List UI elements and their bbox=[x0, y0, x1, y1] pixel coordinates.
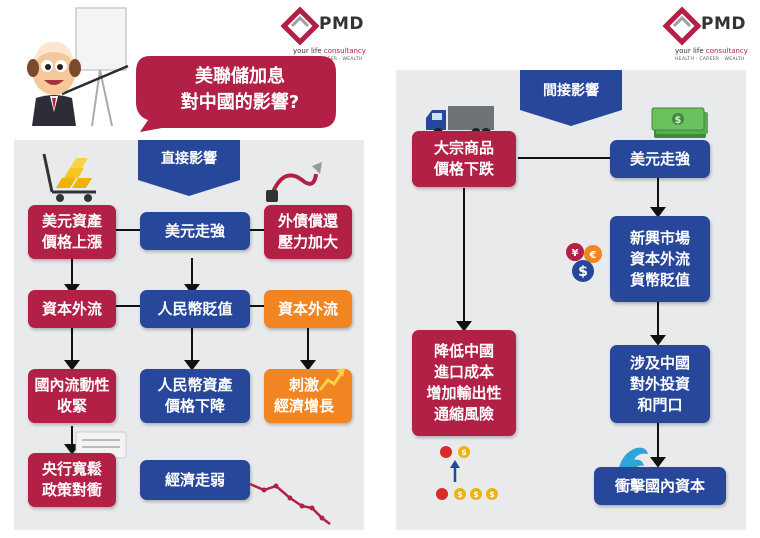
node-capital-outflow-right: 資本外流 bbox=[264, 290, 352, 328]
brand-tagline: your life consultancy bbox=[293, 47, 366, 55]
direct-header-label: 直接影響 bbox=[161, 151, 217, 167]
decline-chart-icon bbox=[249, 482, 331, 525]
node-liquidity-tighten: 國內流動性 收緊 bbox=[28, 369, 116, 423]
currency-coins-icon: ¥ € $ bbox=[566, 243, 602, 282]
node-domestic-capital-impact: 衝擊國內資本 bbox=[594, 467, 726, 505]
tagline-prefix: your life bbox=[293, 47, 324, 55]
svg-text:$: $ bbox=[457, 490, 463, 499]
node-china-investment: 涉及中國 對外投資 和門口 bbox=[610, 345, 710, 423]
growth-arrow-icon bbox=[318, 368, 345, 391]
node-central-bank: 央行寬鬆 政策對衝 bbox=[28, 453, 116, 507]
svg-text:$: $ bbox=[675, 115, 682, 126]
question-text: 美聯儲加息 對中國的影響? bbox=[180, 66, 300, 113]
direct-header-tab bbox=[138, 140, 240, 196]
tagline-highlight-right: consultancy bbox=[705, 47, 748, 55]
node-lower-import-cost: 降低中國 進口成本 增加輸出性 通縮風險 bbox=[412, 330, 516, 436]
document-icon bbox=[75, 431, 127, 459]
node-economy-weak: 經濟走弱 bbox=[140, 460, 250, 500]
brand-name-right: PMD bbox=[701, 14, 746, 34]
svg-text:$: $ bbox=[578, 264, 588, 280]
right-connectors bbox=[456, 157, 666, 468]
node-emerging-market: 新興市場 資本外流 貨幣貶值 bbox=[610, 216, 710, 302]
brand-logo-left: PMD your life consultancy HEALTH · CAREE… bbox=[280, 6, 372, 64]
svg-text:¥: ¥ bbox=[572, 248, 579, 259]
cash-icon: $ bbox=[651, 107, 708, 138]
apple-coin-icon: $ $ $ $ bbox=[436, 446, 498, 500]
left-connectors bbox=[64, 229, 316, 455]
node-usd-asset-rise: 美元資產 價格上漲 bbox=[28, 205, 116, 259]
node-usd-strong-left: 美元走強 bbox=[140, 212, 250, 250]
tagline-highlight: consultancy bbox=[323, 47, 366, 55]
svg-text:$: $ bbox=[489, 490, 495, 499]
gold-cart-icon bbox=[42, 153, 96, 202]
tagline-prefix-right: your life bbox=[675, 47, 706, 55]
brand-tagline-sub-right: HEALTH · CAREER · WEALTH bbox=[675, 57, 745, 62]
node-rmb-asset-fall: 人民幣資產 價格下降 bbox=[140, 369, 250, 423]
node-usd-strong-right: 美元走強 bbox=[610, 140, 710, 178]
brand-logo-right: PMD your life consultancy HEALTH · CAREE… bbox=[662, 6, 754, 64]
svg-text:$: $ bbox=[461, 448, 467, 457]
indirect-header-tab bbox=[520, 70, 622, 126]
node-stimulate-growth: 刺激 經濟增長 bbox=[264, 369, 352, 423]
pmd-logo-icon-right bbox=[662, 6, 702, 46]
indirect-header-label: 間接影響 bbox=[543, 83, 599, 99]
node-capital-outflow-left: 資本外流 bbox=[28, 290, 116, 328]
svg-text:$: $ bbox=[473, 490, 479, 499]
jumper-cable-icon bbox=[266, 162, 322, 202]
question-bubble bbox=[136, 56, 336, 132]
node-commodity-fall: 大宗商品 價格下跌 bbox=[412, 131, 516, 187]
presenter-icon bbox=[27, 7, 129, 127]
node-rmb-depreciate: 人民幣貶值 bbox=[140, 290, 250, 328]
svg-text:€: € bbox=[589, 250, 597, 261]
brand-tagline-right: your life consultancy bbox=[675, 47, 748, 55]
pmd-logo-icon bbox=[280, 6, 320, 46]
brand-name: PMD bbox=[319, 14, 364, 34]
node-foreign-debt: 外債償還 壓力加大 bbox=[264, 205, 352, 259]
